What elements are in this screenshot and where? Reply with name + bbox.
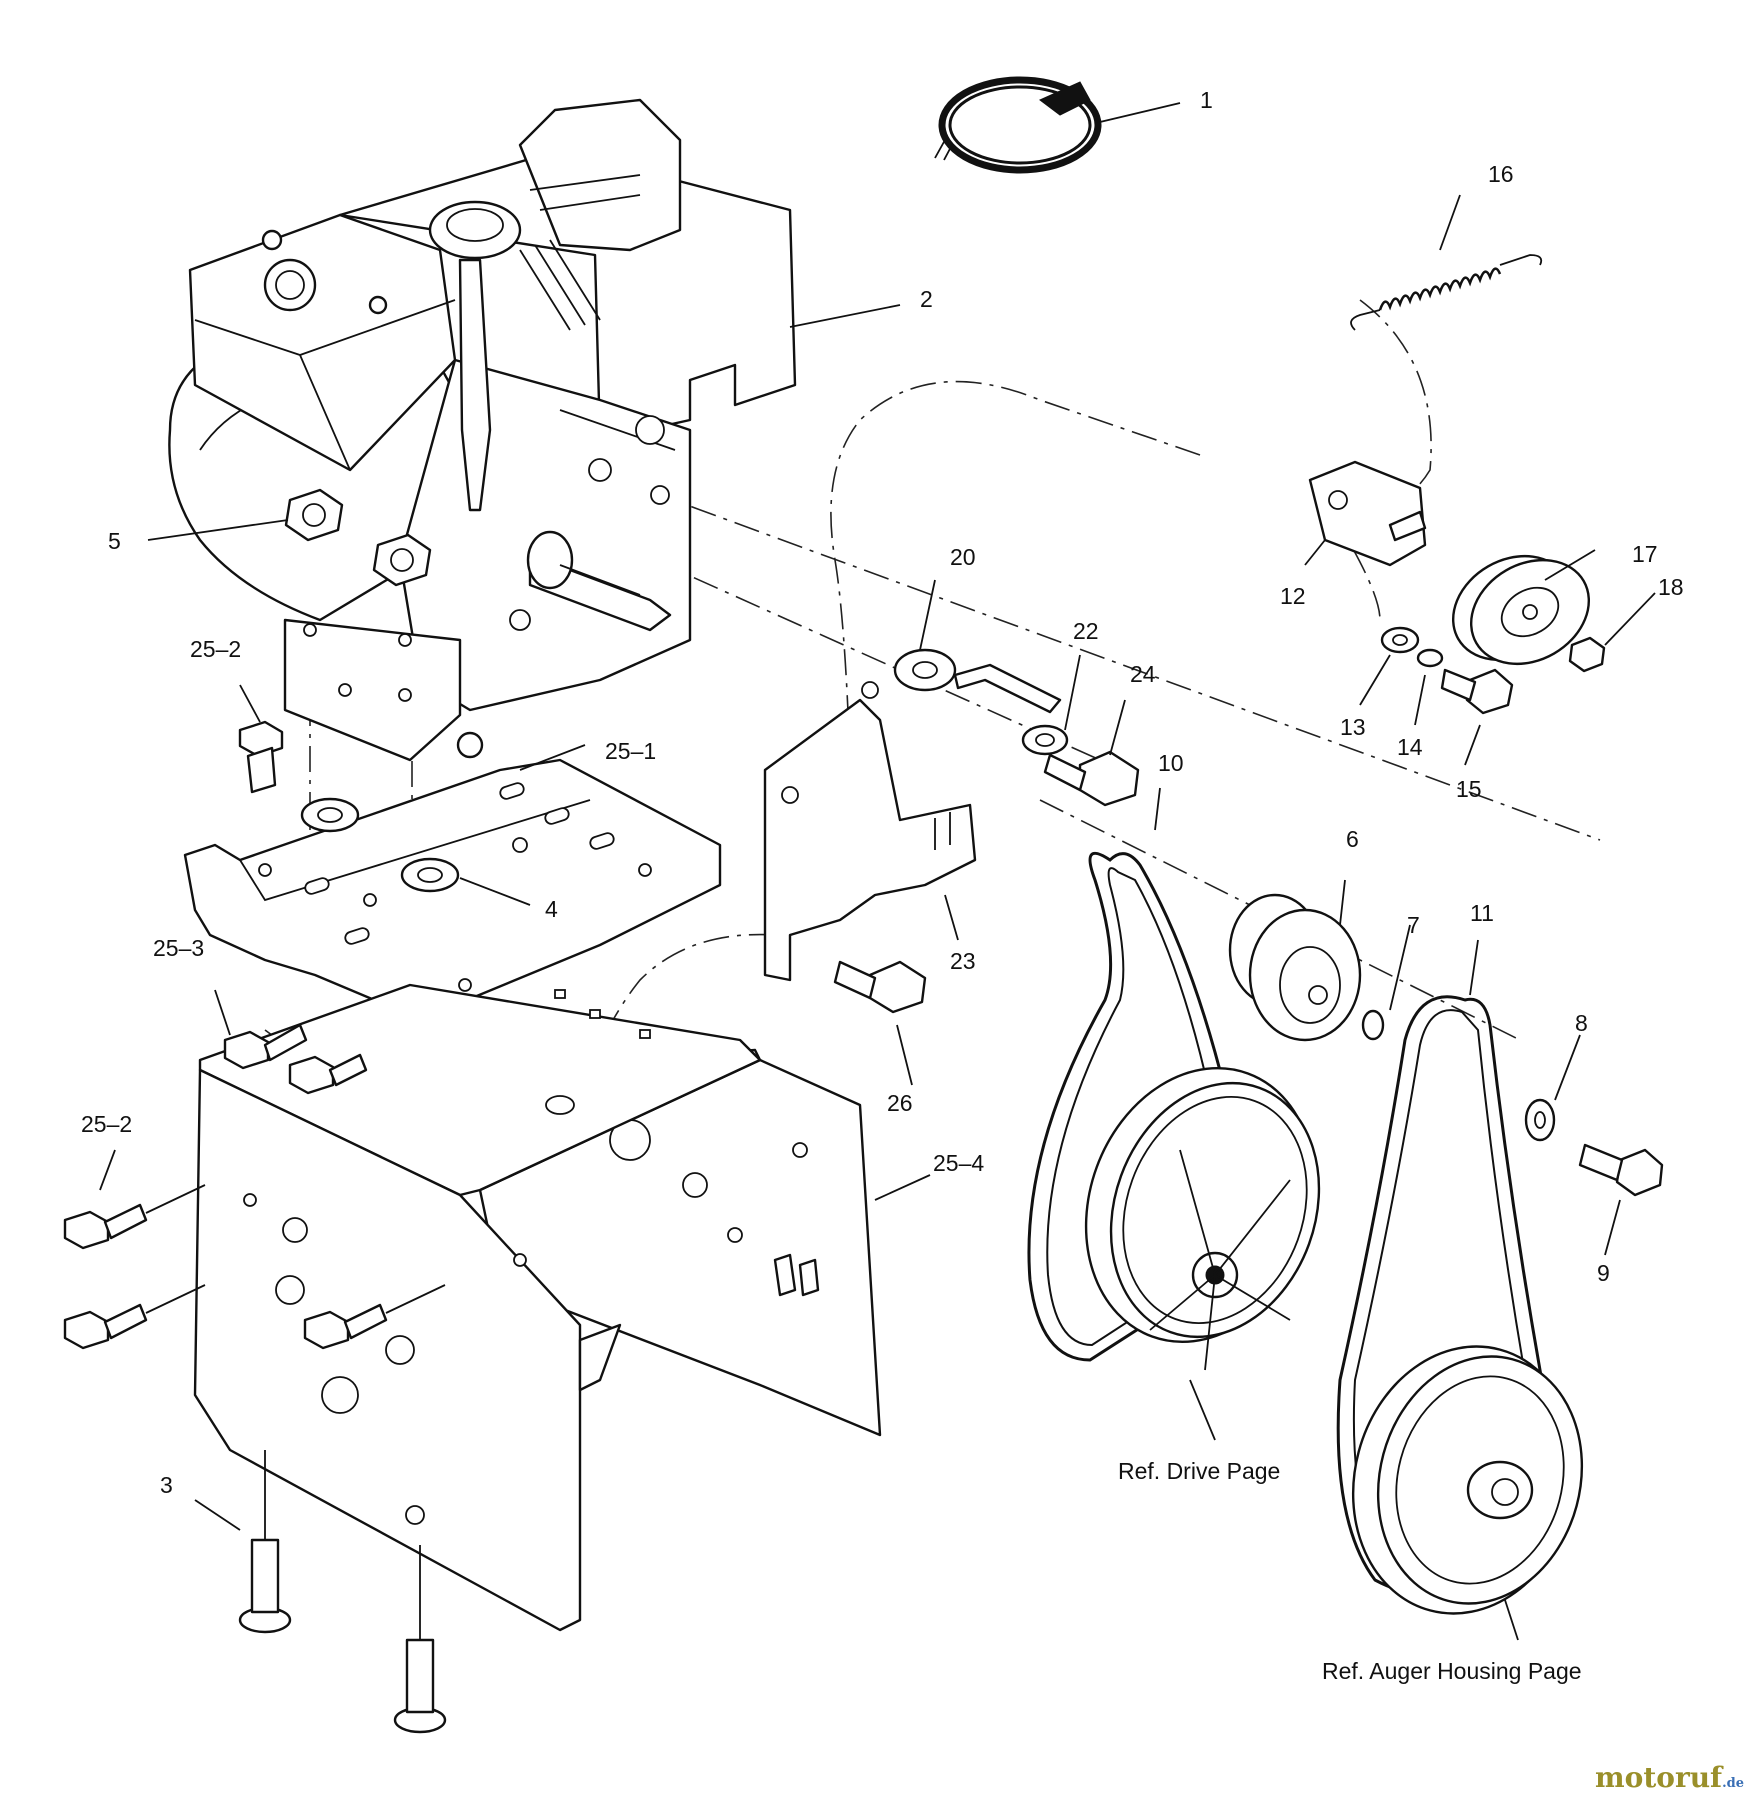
callout-7: 7 — [1407, 912, 1420, 938]
hex-nuts-part-5 — [284, 488, 432, 587]
mounting-plate-part-25-1 — [183, 758, 722, 1017]
washer-part-14 — [1416, 648, 1444, 668]
idler-bracket-part-23 — [763, 681, 977, 982]
bolt-part-25-2-top — [238, 720, 284, 794]
watermark-logo: motoruf.de — [1595, 1761, 1744, 1794]
callout-25-2-side: 25–2 — [81, 1111, 133, 1137]
idler-block-part-12 — [1308, 460, 1427, 567]
leader-lines — [99, 102, 1656, 1641]
callout-17: 17 — [1632, 541, 1658, 567]
lock-washers-part-4 — [300, 797, 460, 893]
engine-part-2 — [168, 98, 797, 762]
callout-20: 20 — [950, 544, 976, 570]
callout-10: 10 — [1158, 750, 1184, 776]
callout-2: 2 — [920, 286, 933, 312]
spacer-part-13 — [1380, 626, 1420, 654]
bolt-part-15 — [1440, 668, 1514, 715]
washer-part-8 — [1524, 1098, 1556, 1142]
callout-14: 14 — [1397, 734, 1423, 760]
callout-5: 5 — [108, 528, 121, 554]
callout-26: 26 — [887, 1090, 913, 1116]
bolt-part-9 — [1578, 1143, 1664, 1197]
drive-pulley — [1084, 1066, 1321, 1371]
callout-24: 24 — [1130, 661, 1156, 687]
callout-3: 3 — [160, 1472, 173, 1498]
spring-part-16 — [1350, 254, 1543, 331]
idler-arm-part-20 — [893, 648, 1062, 714]
callout-18: 18 — [1658, 574, 1684, 600]
frame-panel-front — [193, 983, 762, 1632]
callout-11: 11 — [1470, 900, 1494, 926]
callout-22: 22 — [1073, 618, 1099, 644]
callout-25-4: 25–4 — [933, 1150, 985, 1176]
bolt-part-24 — [1043, 750, 1140, 807]
frame-panel-top — [545, 989, 651, 1115]
callout-23: 23 — [950, 948, 976, 974]
power-cord-part-1 — [934, 76, 1102, 174]
callout-4: 4 — [545, 896, 558, 922]
callout-16: 16 — [1488, 161, 1514, 187]
callout-25-2-top: 25–2 — [190, 636, 242, 662]
callout-25-3: 25–3 — [153, 935, 205, 961]
ref-auger-housing-page-label: Ref. Auger Housing Page — [1322, 1658, 1582, 1684]
callout-13: 13 — [1340, 714, 1366, 740]
bolt-part-25-3 — [223, 1023, 368, 1095]
callout-12: 12 — [1280, 583, 1306, 609]
callout-6: 6 — [1346, 826, 1359, 852]
callout-15: 15 — [1456, 776, 1482, 802]
engine-pulley-part-6 — [1228, 893, 1362, 1042]
nut-part-18 — [1568, 636, 1606, 673]
bolt-part-26 — [833, 960, 927, 1014]
washer-part-7 — [1361, 1009, 1385, 1041]
callout-9: 9 — [1597, 1260, 1610, 1286]
auger-pulley — [1351, 1345, 1584, 1615]
callout-1: 1 — [1200, 87, 1213, 113]
bolts-part-25-2-side — [63, 1184, 446, 1350]
ref-drive-page-label: Ref. Drive Page — [1118, 1458, 1281, 1484]
drive-belt-part-10 — [1027, 851, 1241, 1362]
washer-part-22 — [1021, 724, 1069, 756]
callout-25-1: 25–1 — [605, 738, 657, 764]
idler-pulley-part-17 — [1451, 554, 1591, 666]
callout-8: 8 — [1575, 1010, 1588, 1036]
carriage-bolts-part-3 — [238, 1450, 447, 1734]
